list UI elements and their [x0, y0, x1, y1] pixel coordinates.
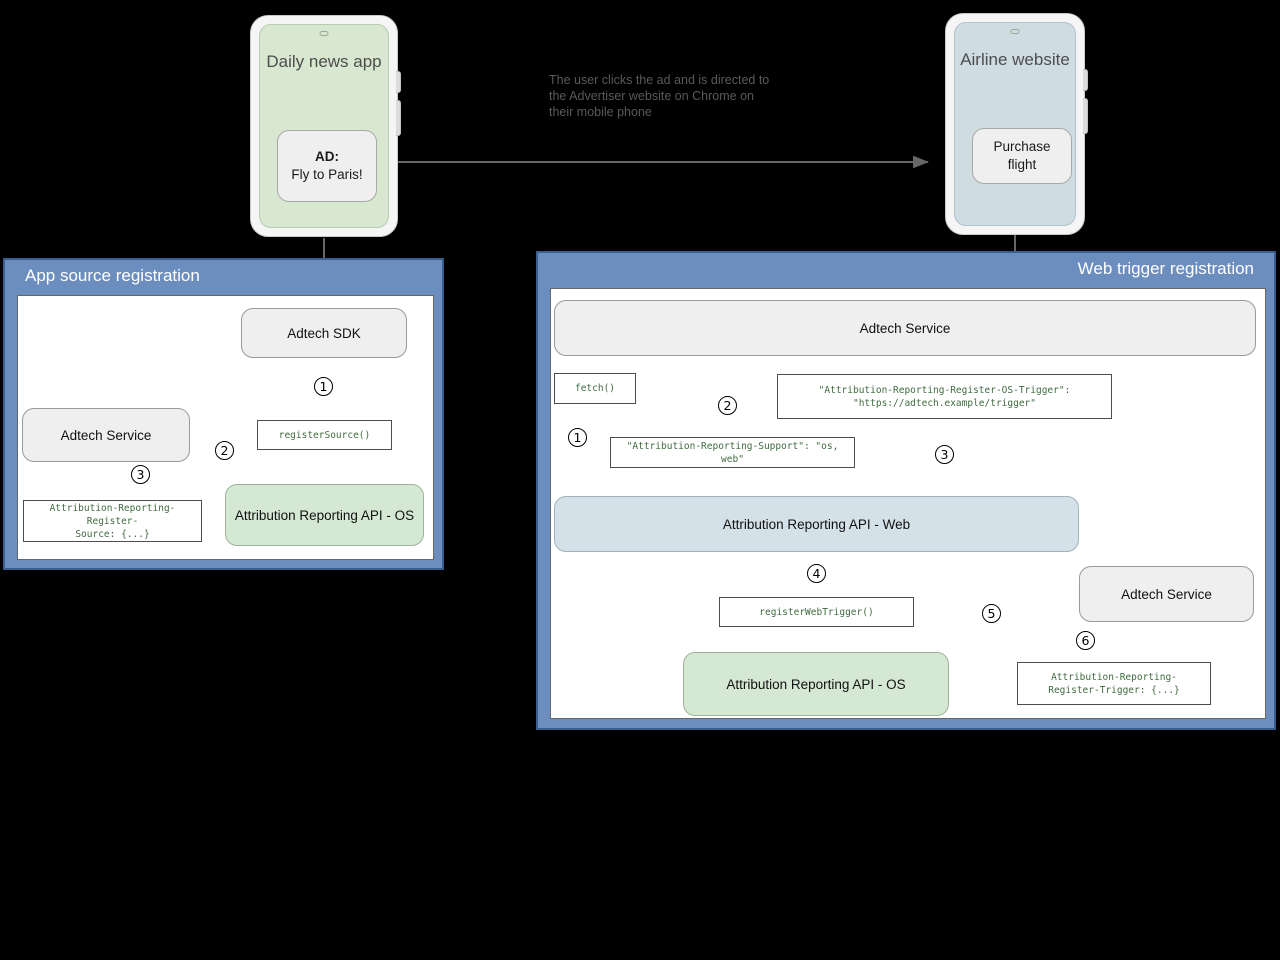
right-step-3-label: 3 — [940, 447, 949, 462]
airline-screen: Airline website Purchase flight — [954, 22, 1076, 226]
left-step-2-label: 2 — [220, 443, 229, 458]
register-source-text: registerSource() — [278, 429, 371, 441]
right-adtech-service-top-node[interactable]: Adtech Service — [554, 300, 1256, 356]
right-step-1: 1 — [568, 428, 587, 447]
left-ar-api-os-node[interactable]: Attribution Reporting API - OS — [225, 484, 424, 546]
left-step-1: 1 — [314, 377, 333, 396]
purchase-flight-button[interactable]: Purchase flight — [972, 128, 1072, 184]
airline-phone-volume-button — [1083, 98, 1088, 134]
purchase-flight-line1: Purchase — [993, 139, 1051, 154]
right-ar-api-web-label: Attribution Reporting API - Web — [722, 516, 911, 532]
airline-phone: Airline website Purchase flight — [945, 13, 1088, 235]
os-trigger-header-text: "Attribution-Reporting-Register-OS-Trigg… — [818, 384, 1071, 409]
register-trigger-header-text: Attribution-Reporting- Register-Trigger:… — [1048, 671, 1180, 696]
right-ar-api-os-label: Attribution Reporting API - OS — [726, 676, 906, 692]
phone-power-button — [396, 71, 401, 93]
left-step-3-label: 3 — [136, 467, 145, 482]
right-adtech-service-top-label: Adtech Service — [859, 320, 951, 336]
register-web-trigger-text: registerWebTrigger() — [759, 606, 874, 618]
right-adtech-service-bottom-label: Adtech Service — [1121, 586, 1212, 602]
right-step-5-label: 5 — [987, 606, 996, 621]
airline-camera-notch-icon — [1010, 29, 1020, 34]
left-step-2: 2 — [215, 441, 234, 460]
right-adtech-service-bottom-node[interactable]: Adtech Service — [1079, 566, 1254, 622]
register-trigger-header-codebox: Attribution-Reporting- Register-Trigger:… — [1017, 662, 1211, 705]
app-source-registration-title: App source registration — [25, 266, 200, 285]
camera-notch-icon — [319, 31, 329, 36]
right-step-4-label: 4 — [812, 566, 821, 581]
left-adtech-sdk-label: Adtech SDK — [287, 325, 361, 341]
fetch-text: fetch() — [574, 383, 616, 394]
right-step-4: 4 — [807, 564, 826, 583]
support-header-text: "Attribution-Reporting-Support": "os, we… — [626, 440, 839, 465]
fetch-codebox: fetch() — [554, 373, 636, 404]
web-trigger-registration-title: Web trigger registration — [1077, 259, 1254, 278]
left-ar-api-os-label: Attribution Reporting API - OS — [234, 507, 415, 523]
os-trigger-header-codebox: "Attribution-Reporting-Register-OS-Trigg… — [777, 374, 1112, 419]
right-ar-api-web-node[interactable]: Attribution Reporting API - Web — [554, 496, 1079, 552]
left-adtech-sdk-node[interactable]: Adtech SDK — [241, 308, 407, 358]
left-step-3: 3 — [131, 465, 150, 484]
flow-annotation: The user clicks the ad and is directed t… — [549, 73, 770, 119]
support-header-codebox: "Attribution-Reporting-Support": "os, we… — [610, 437, 855, 468]
right-step-3: 3 — [935, 445, 954, 464]
airline-title: Airline website — [960, 50, 1070, 69]
right-step-6-label: 6 — [1081, 633, 1090, 648]
right-ar-api-os-node[interactable]: Attribution Reporting API - OS — [683, 652, 949, 716]
register-source-codebox: registerSource() — [257, 420, 392, 450]
daily-news-screen: Daily news app AD: Fly to Paris! — [259, 24, 389, 228]
register-source-header-text: Attribution-Reporting-Register- Source: … — [49, 502, 176, 540]
left-adtech-service-node[interactable]: Adtech Service — [22, 408, 190, 462]
phone-volume-button — [396, 100, 401, 136]
right-step-1-label: 1 — [573, 430, 582, 445]
right-step-2-label: 2 — [723, 398, 732, 413]
ad-card[interactable]: AD: Fly to Paris! — [277, 130, 377, 202]
right-step-2: 2 — [718, 396, 737, 415]
register-web-trigger-codebox: registerWebTrigger() — [719, 597, 914, 627]
right-step-6: 6 — [1076, 631, 1095, 650]
daily-news-phone: Daily news app AD: Fly to Paris! — [250, 15, 401, 237]
airline-phone-power-button — [1083, 69, 1088, 91]
ad-card-label: AD: — [314, 149, 339, 164]
left-adtech-service-label: Adtech Service — [60, 427, 152, 443]
daily-news-title: Daily news app — [266, 52, 382, 71]
register-source-header-codebox: Attribution-Reporting-Register- Source: … — [23, 500, 202, 542]
ad-card-text: Fly to Paris! — [291, 167, 363, 182]
right-step-5: 5 — [982, 604, 1001, 623]
purchase-flight-line2: flight — [1007, 157, 1037, 172]
left-step-1-label: 1 — [319, 379, 328, 394]
